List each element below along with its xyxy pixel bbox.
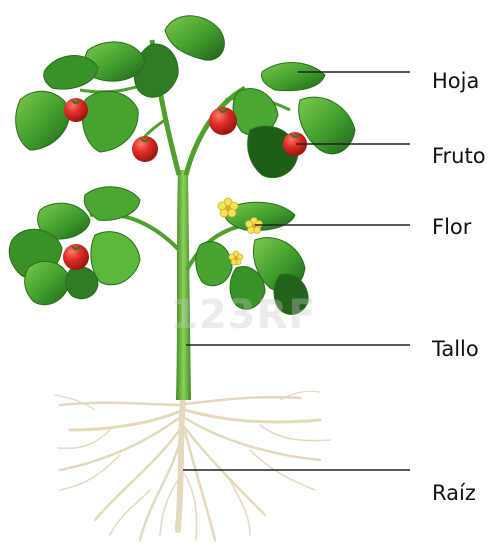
label-leaf: Hoja [432, 68, 479, 94]
tomato-fruit [132, 136, 158, 162]
label-fruit: Fruto [432, 143, 486, 169]
watermark: 123RF [170, 292, 317, 338]
tomato-fruit [63, 244, 89, 270]
label-flower: Flor [432, 214, 471, 240]
roots [55, 391, 330, 540]
tomato-fruit [64, 98, 88, 122]
label-root: Raíz [432, 480, 476, 506]
label-stem: Tallo [432, 336, 479, 362]
